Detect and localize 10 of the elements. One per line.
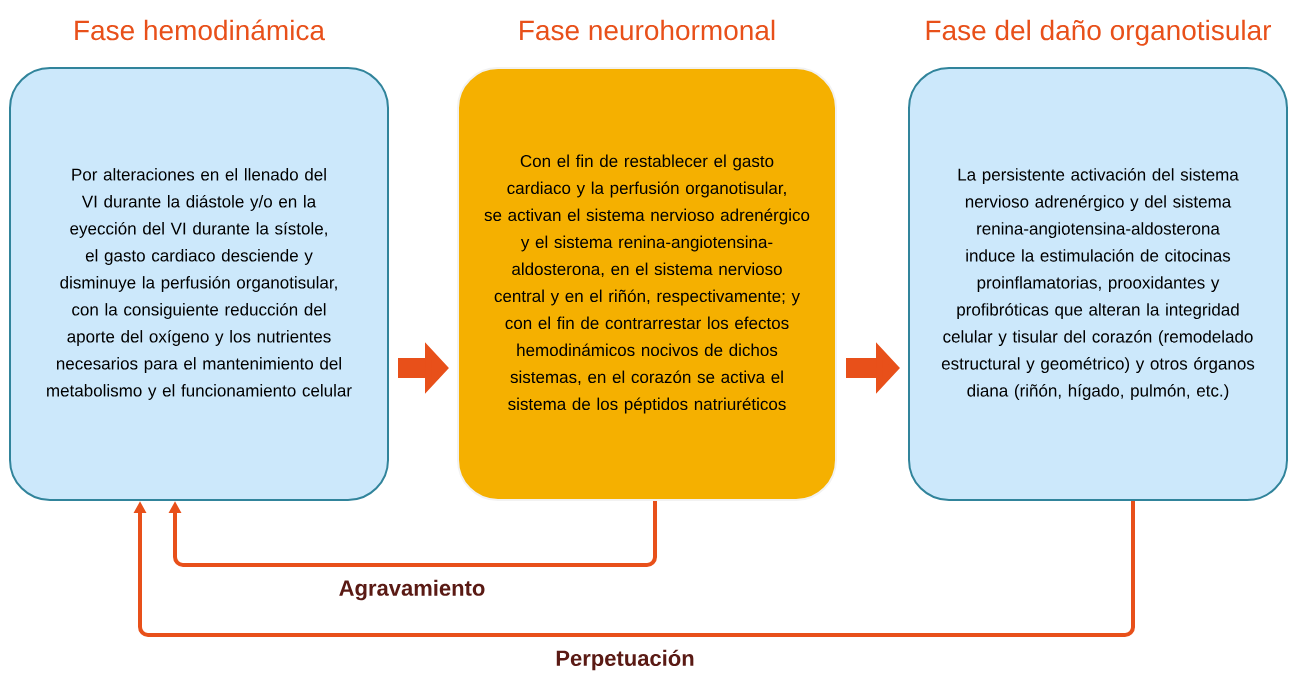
phase-heading: Fase neurohormonal bbox=[520, 19, 775, 41]
process-box: Con el fin de restablecer el gasto cardiaco y la perfusión organotisular, se activan el sistema nervioso adrenérgico y el sistema renina-angiotensina-aldosterona, en el sistema nervioso central y en el riñón, respectivamente; y con el fin de contrarrestar los efectos hemodinámicos nocivos de dichos sistemas, en el corazón se activa el sistema de los péptidos natriuréticos bbox=[457, 67, 837, 501]
phase-heading: Fase hemodinámica bbox=[75, 19, 325, 41]
feedback-arrow bbox=[133, 501, 1135, 637]
edge-label: Perpetuación bbox=[554, 648, 696, 672]
phase-heading: Fase del daño organotisular bbox=[926, 19, 1271, 46]
edge-label: Agravamiento bbox=[337, 578, 487, 602]
process-box: La persistente activación del sistema nervioso adrenérgico y del sistema renina-angiotensina-aldosterona induce la estimulación de citocinas proinflamatorias, prooxidantes y profibróticas que alteran la integridad celular y tisular del corazón (remodelado estructural y geométrico) y otros órganos diana (riñón, hígado, pulmón, etc.) bbox=[908, 67, 1288, 501]
feedback-arrow bbox=[168, 501, 657, 567]
process-box: Por alteraciones en el llenado del VI durante la diástole y/o en la eyección del VI durante la sístole, el gasto cardiaco desciende y disminuye la perfusión organotisular, con la consiguiente reducción del aporte del oxígeno y los nutrientes necesarios para el mantenimiento del metabolismo y el funcionamiento celular bbox=[9, 67, 389, 501]
